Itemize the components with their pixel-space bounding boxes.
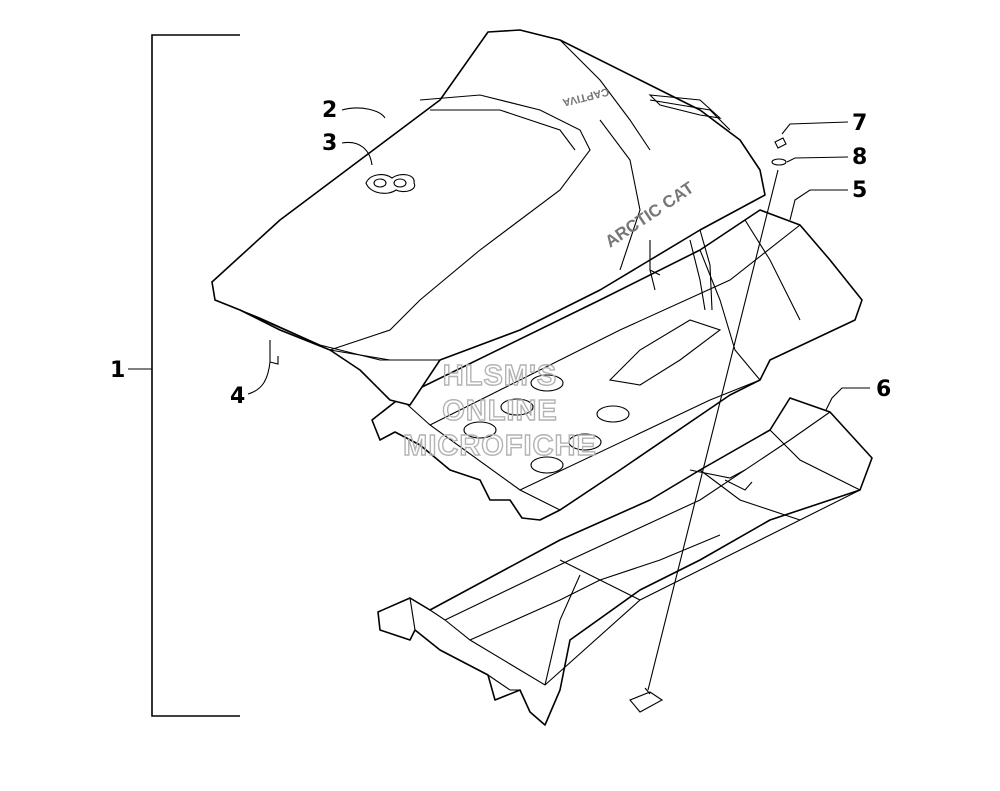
bolt-hardware [629, 137, 787, 713]
seat-clip [269, 340, 279, 365]
seat-emblem [365, 174, 416, 194]
callout-4: 4 [230, 384, 245, 409]
callout-5: 5 [852, 178, 867, 203]
seat-cover: ARCTIC CAT CAPTIVA [211, 29, 766, 406]
callout-6: 6 [876, 377, 891, 402]
callout-3: 3 [322, 131, 337, 156]
callout-2: 2 [322, 98, 337, 123]
watermark-line-2: ONLINE [442, 395, 558, 427]
watermark: HLSM'S ONLINE MICROFICHE [402, 359, 597, 462]
assembly-bracket [128, 34, 240, 717]
callout-1: 1 [110, 358, 125, 383]
callout-8: 8 [852, 145, 867, 170]
seat-base-pan [377, 397, 873, 726]
watermark-line-1: HLSM'S [443, 360, 557, 392]
seat-foam-frame [371, 209, 863, 521]
callout-7: 7 [852, 111, 867, 136]
leader-lines [247, 107, 870, 411]
watermark-line-3: MICROFICHE [403, 430, 597, 462]
